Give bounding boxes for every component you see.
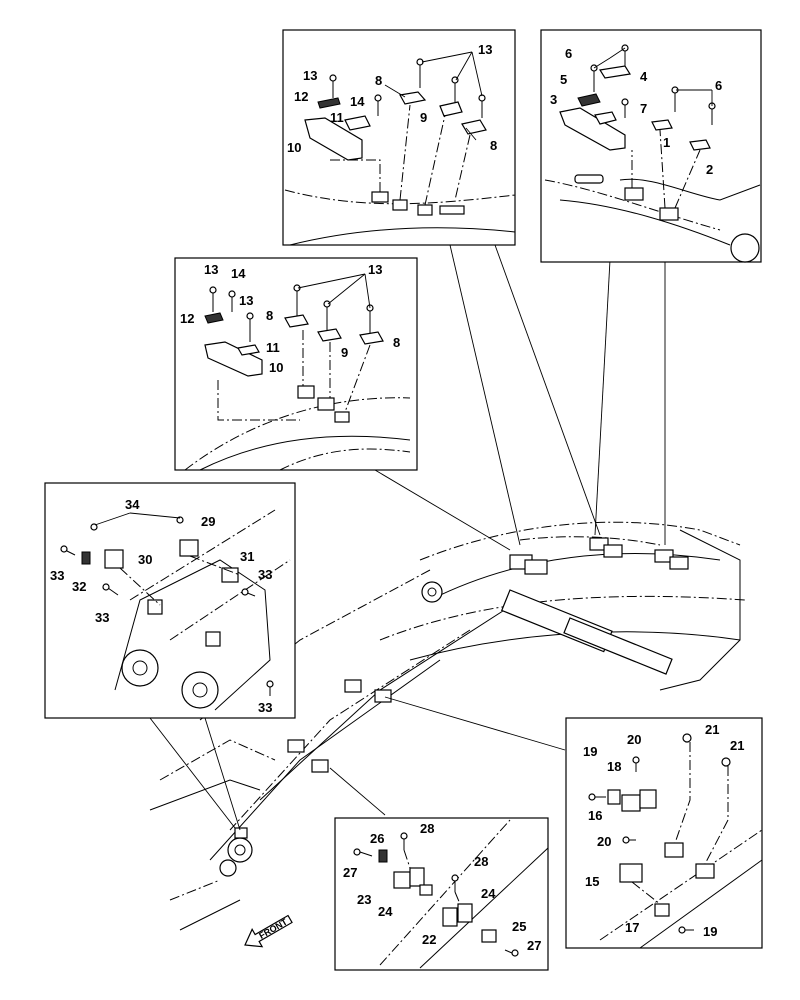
callout-32: 32 (72, 579, 86, 594)
panel-middle: 13 14 13 13 8 12 11 9 8 10 (174, 257, 418, 471)
callout-9: 9 (420, 110, 427, 125)
callout-13: 13 (239, 293, 253, 308)
callout-18: 18 (607, 759, 621, 774)
boom-assembly (149, 521, 746, 931)
callout-16: 16 (588, 808, 602, 823)
callout-22: 22 (422, 932, 436, 947)
callout-28: 28 (420, 821, 434, 836)
callout-20: 20 (627, 732, 641, 747)
callout-12: 12 (294, 89, 308, 104)
callout-24: 24 (481, 886, 496, 901)
callout-11: 11 (330, 110, 344, 125)
callout-10: 10 (287, 140, 301, 155)
callout-25: 25 (512, 919, 526, 934)
panel-top-right: 6 5 4 3 7 6 1 2 (540, 29, 762, 263)
callout-1: 1 (663, 135, 670, 150)
callout-6: 6 (565, 46, 572, 61)
callout-33: 33 (258, 567, 272, 582)
callout-24: 24 (378, 904, 393, 919)
callout-17: 17 (625, 920, 639, 935)
callout-21: 21 (705, 722, 719, 737)
panel-bottom-right: 21 20 19 21 18 16 20 15 17 19 (565, 717, 763, 949)
callout-19: 19 (703, 924, 717, 939)
callout-13: 13 (303, 68, 317, 83)
callout-30: 30 (138, 552, 152, 567)
callout-29: 29 (201, 514, 215, 529)
front-arrow: FRONT (244, 914, 293, 948)
callout-9: 9 (341, 345, 348, 360)
callout-7: 7 (640, 101, 647, 116)
panel-top-middle: 13 13 8 12 14 11 9 10 8 (282, 29, 516, 246)
callout-4: 4 (640, 69, 648, 84)
callout-27: 27 (527, 938, 541, 953)
callout-12: 12 (180, 311, 194, 326)
callout-19: 19 (583, 744, 597, 759)
callout-13: 13 (368, 262, 382, 277)
callout-5: 5 (560, 72, 567, 87)
panel-left: 34 29 30 31 33 33 32 33 33 (44, 482, 296, 719)
callout-8: 8 (490, 138, 497, 153)
callout-33: 33 (95, 610, 109, 625)
callout-14: 14 (350, 94, 365, 109)
callout-11: 11 (266, 340, 280, 355)
callout-31: 31 (240, 549, 254, 564)
callout-34: 34 (125, 497, 140, 512)
callout-13: 13 (204, 262, 218, 277)
callout-8: 8 (393, 335, 400, 350)
callout-2: 2 (706, 162, 713, 177)
callout-33: 33 (50, 568, 64, 583)
callout-14: 14 (231, 266, 246, 281)
callout-15: 15 (585, 874, 599, 889)
callout-8: 8 (375, 73, 382, 88)
callout-8: 8 (266, 308, 273, 323)
callout-27: 27 (343, 865, 357, 880)
callout-26: 26 (370, 831, 384, 846)
panel-bottom-middle: 26 28 27 23 28 24 24 25 22 27 (334, 817, 549, 971)
front-label: FRONT (257, 916, 289, 940)
callout-3: 3 (550, 92, 557, 107)
callout-10: 10 (269, 360, 283, 375)
callout-33: 33 (258, 700, 272, 715)
leader-lines (149, 244, 666, 831)
callout-23: 23 (357, 892, 371, 907)
callout-20: 20 (597, 834, 611, 849)
callout-13: 13 (478, 42, 492, 57)
callout-21: 21 (730, 738, 744, 753)
callout-6: 6 (715, 78, 722, 93)
callout-28: 28 (474, 854, 488, 869)
